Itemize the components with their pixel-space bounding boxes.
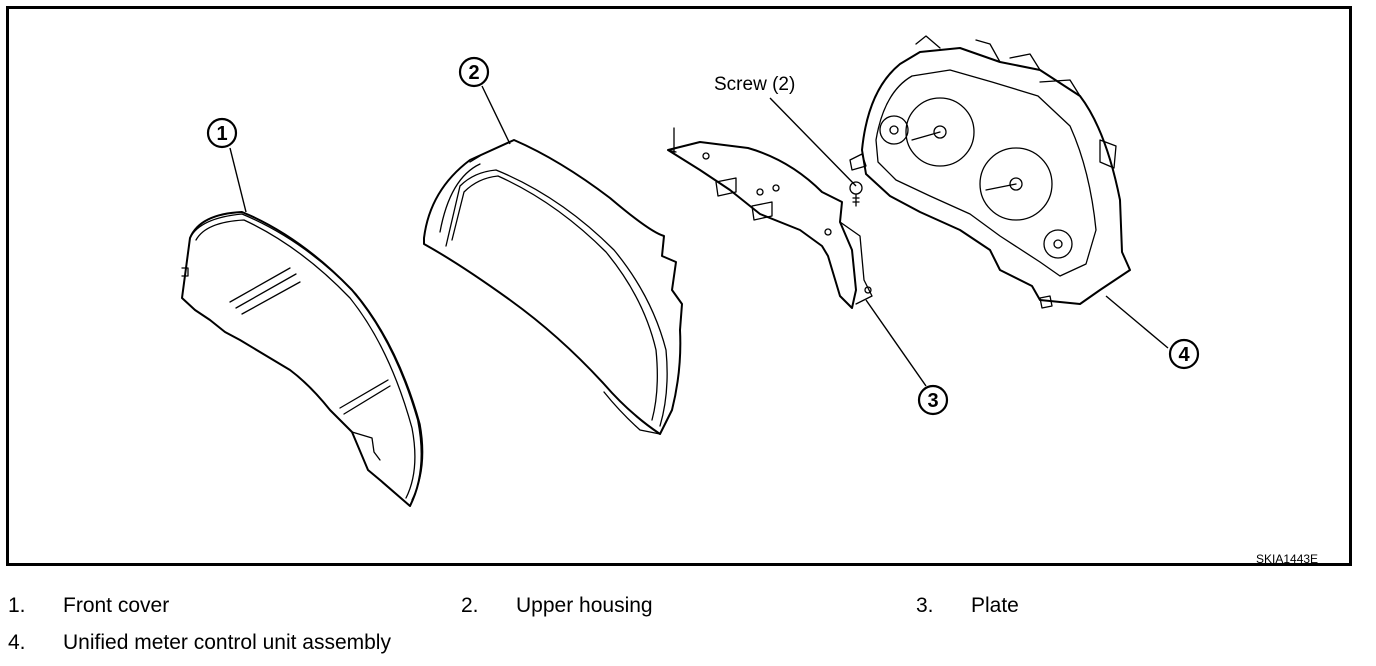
meter-unit-part <box>849 35 1131 309</box>
screw-label: Screw (2) <box>714 74 795 95</box>
callout-1-leader <box>229 147 247 213</box>
callout-3: 3 <box>917 384 949 416</box>
callout-2-leader <box>481 85 511 145</box>
legend-number: 1. <box>8 594 26 617</box>
screw-part <box>849 181 863 207</box>
figure-frame <box>6 6 1352 566</box>
figure-code: SKIA1443E <box>1256 552 1318 566</box>
svg-text:1: 1 <box>216 123 227 145</box>
callout-1: 1 <box>206 117 238 149</box>
legend-number: 4. <box>8 631 26 654</box>
svg-text:2: 2 <box>468 62 479 84</box>
callout-3-leader <box>865 299 927 387</box>
front-cover-part <box>181 211 424 507</box>
legend-label: Unified meter control unit assembly <box>63 631 391 654</box>
callout-4-leader <box>1105 295 1169 349</box>
legend-number: 2. <box>461 594 479 617</box>
legend-number: 3. <box>916 594 934 617</box>
legend-label: Front cover <box>63 594 170 617</box>
svg-text:4: 4 <box>1178 344 1190 366</box>
callout-4: 4 <box>1168 338 1200 370</box>
exploded-view-diagram: 1 2 3 4 Screw (2) SKIA1443E <box>181 35 1318 566</box>
callout-2: 2 <box>458 56 490 88</box>
plate-part <box>667 127 873 309</box>
upper-housing-part <box>423 139 683 435</box>
screw-leader <box>769 97 857 187</box>
svg-text:3: 3 <box>927 390 938 412</box>
legend-label: Plate <box>971 594 1019 617</box>
legend-label: Upper housing <box>516 594 653 617</box>
